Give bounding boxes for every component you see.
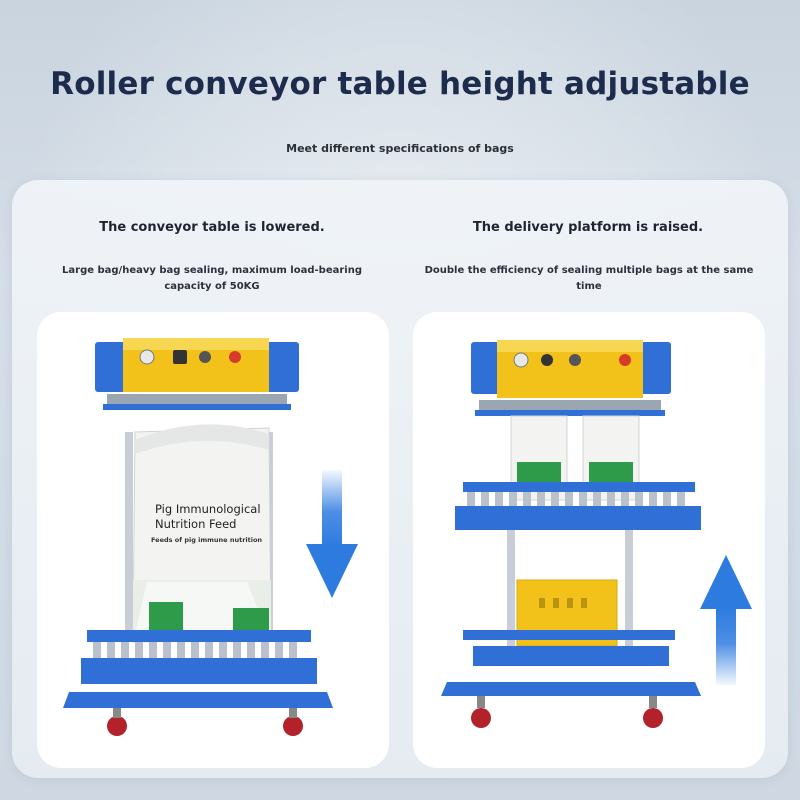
base-frame	[473, 646, 669, 666]
caster-wheel	[107, 716, 127, 736]
conveyor-rollers	[467, 492, 685, 506]
right-head-side	[641, 342, 671, 394]
control-knob	[541, 354, 553, 366]
seal-bar	[479, 400, 661, 410]
page-title: Roller conveyor table height adjustable	[50, 66, 750, 102]
control-knob	[199, 351, 211, 363]
bag-sub-label: Feeds of pig immune nutrition	[151, 536, 263, 544]
base-frame	[63, 692, 333, 708]
bag-label: Pig Immunological Nutrition Feed	[155, 502, 261, 531]
conveyor-base	[81, 658, 317, 684]
pressure-gauge	[139, 349, 155, 365]
raised-platform-card	[413, 312, 765, 768]
right-pole	[625, 530, 633, 650]
caster-wheel	[283, 716, 303, 736]
sealing-machine-raised-image	[441, 340, 701, 728]
bag-fold	[135, 424, 269, 454]
conveyor-rollers	[93, 642, 297, 658]
right-description: Double the efficiency of sealing multipl…	[424, 265, 754, 292]
up-arrow-icon	[700, 555, 752, 685]
caster-wheel	[643, 708, 663, 728]
left-description: Large bag/heavy bag sealing, maximum loa…	[62, 265, 362, 292]
conveyor-frame-top	[87, 630, 311, 642]
left-head-side	[95, 342, 129, 392]
caster-wheel	[471, 708, 491, 728]
pressure-gauge	[513, 352, 529, 368]
down-arrow-icon	[306, 470, 358, 598]
right-head-side	[265, 342, 299, 392]
page-subtitle: Meet different specifications of bags	[286, 142, 514, 155]
left-heading: The conveyor table is lowered.	[99, 220, 325, 235]
left-pole	[125, 432, 133, 642]
conveyor-base	[455, 506, 701, 530]
sealing-machine-lowered-image	[63, 338, 333, 736]
stop-button	[619, 354, 631, 366]
left-head-side	[471, 342, 501, 394]
conveyor-frame-top	[463, 482, 695, 492]
right-heading: The delivery platform is raised.	[472, 220, 704, 235]
left-pole	[507, 530, 515, 650]
stop-button	[229, 351, 241, 363]
seal-bar	[107, 394, 287, 404]
control-switch	[173, 350, 187, 364]
